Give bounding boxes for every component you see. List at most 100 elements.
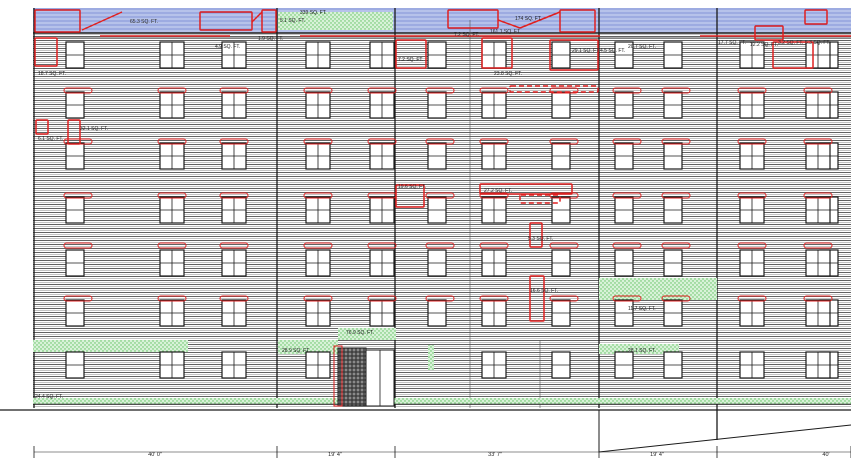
window-single [663,142,683,170]
markup-small-1 [35,119,49,135]
window-single [65,142,85,170]
window-double [369,249,395,277]
window-head-cap [612,242,642,249]
area-label: 174 SQ. FT. [515,16,542,22]
window-head-cap [425,295,455,302]
side-green-zone [599,278,717,300]
window-single [614,41,634,69]
area-label: 7.2 SQ. FT. [454,32,479,38]
window-single [65,41,85,69]
dimension-label: 33' 7" [488,452,502,458]
window-head-cap [303,87,333,94]
window-single [551,299,571,327]
window-double [805,196,831,224]
window-single [427,249,447,277]
window-head-cap [803,138,833,145]
window-double [739,142,765,170]
parapet-green-zone [278,12,393,30]
area-label: 161.1 SQ. FT. [490,29,521,35]
area-label-group: 65.3 SQ. FT.5.1 SQ. FT.4.9 SQ. FT.1.9 SQ… [35,10,830,400]
area-label: 17.7 SQ. FT. [718,40,746,46]
window-single [65,351,85,379]
window-double [739,249,765,277]
window-head-cap [549,295,579,302]
markup-pier-2 [529,275,545,322]
markup-window-head-1 [34,37,58,67]
window-head-cap [737,242,767,249]
window-single [614,299,634,327]
area-label: 16.6 SQ. FT. [530,288,558,294]
window-head-cap [219,87,249,94]
window-double [305,249,331,277]
area-label: 76.9 SQ. FT. [346,330,374,336]
markup-leader-3 [519,11,561,29]
window-single [663,249,683,277]
markup-parapet-right [447,9,499,29]
window-double [159,41,185,69]
window-single [65,249,85,277]
dimension-label: 40' 0" [148,452,162,458]
window-head-cap [803,295,833,302]
area-label: 12.2 SQ. FT. [750,42,778,48]
window-head-cap [425,87,455,94]
window-double [481,41,507,69]
window-double [739,41,765,69]
window-head-cap [367,192,397,199]
area-label: 24.4 SQ. FT. [35,394,63,400]
entry-door-glazing [337,347,367,407]
entry-canopy [338,328,396,340]
side-base-band [599,344,679,354]
window-head-cap [549,138,579,145]
area-label: 19.6 SQ. FT. [398,184,426,190]
area-label: 20.7 SQ. FT. [628,44,656,50]
window-double [159,299,185,327]
window-head-cap [367,242,397,249]
window-head-cap [612,138,642,145]
window-single [663,351,683,379]
window-double [481,351,507,379]
window-head-cap [303,138,333,145]
window-head-cap [661,192,691,199]
window-head-cap [303,295,333,302]
window-single [427,142,447,170]
window-head-cap [479,87,509,94]
markup-parapet-far-right [804,9,828,25]
window-head-cap [549,192,579,199]
window-double [159,249,185,277]
dimension-label: 19' 4" [328,452,342,458]
window-single [65,91,85,119]
window-double [305,91,331,119]
window-head-cap [612,87,642,94]
window-group [65,41,839,379]
area-label: 5.1 SQ. FT. [280,18,305,24]
window-head-cap [549,87,579,94]
window-double [369,299,395,327]
window-head-cap [612,295,642,302]
area-label: 29.1 SQ. FT. [572,48,600,54]
markup-leader-1 [81,11,123,31]
window-double [739,299,765,327]
area-label: 5.3 SQ. FT. [805,40,830,46]
window-double [305,41,331,69]
window-head-cap [425,138,455,145]
grade-slope [598,410,851,453]
window-head-cap [157,87,187,94]
entry-door-frame-markup [333,345,343,407]
markup-window-head-5 [772,41,814,69]
markup-parapet-corner [261,9,277,33]
window-single [614,249,634,277]
window-head-cap [63,295,93,302]
window-double [805,299,831,327]
window-single [663,196,683,224]
window-double [159,142,185,170]
dimension-group: 40' 0"19' 4"33' 7"19' 4"40' [33,446,851,458]
window-head-cap [303,242,333,249]
window-double [739,351,765,379]
markup-window-head-2 [395,39,427,69]
window-single [614,351,634,379]
area-label: 32.1 SQ. FT. [80,126,108,132]
building-facade [0,8,851,453]
window-single [65,196,85,224]
markup-window-head-3 [481,37,513,69]
